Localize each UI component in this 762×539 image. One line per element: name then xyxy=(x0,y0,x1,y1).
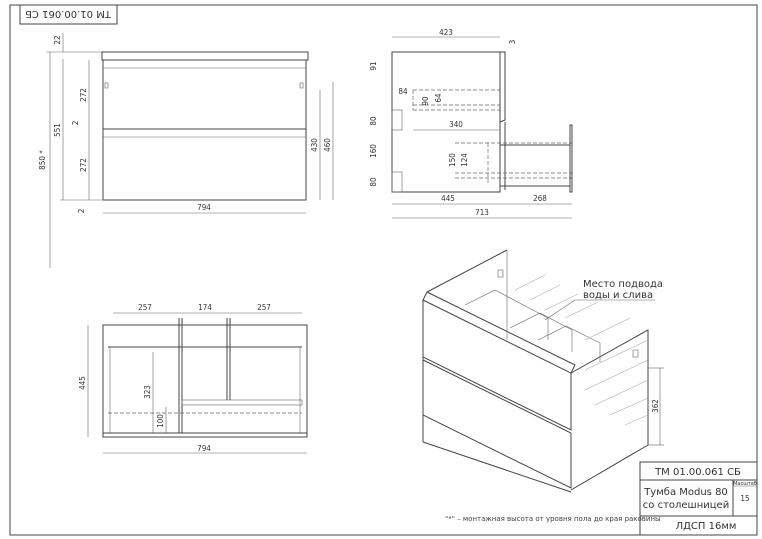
dim-h-low: 100 xyxy=(156,414,165,428)
dim-w1: 257 xyxy=(138,303,152,312)
front-view: 22 850 * 551 272 272 2 2 430 460 794 xyxy=(38,33,334,268)
dim-inner-offset: 84 xyxy=(398,87,408,96)
rotated-stamp: ТМ 01.00.061 СБ xyxy=(19,4,118,25)
dim-d4: 124 xyxy=(460,153,469,167)
dim-h2: 160 xyxy=(369,144,378,158)
dim-top-width: 794 xyxy=(197,444,211,453)
dim-d3: 150 xyxy=(448,153,457,167)
dim-gap-mid: 2 xyxy=(71,121,80,126)
scale-label: Масштаб xyxy=(733,481,757,487)
dim-total-height: 850 * xyxy=(38,150,47,170)
dim-h3: 80 xyxy=(369,177,378,187)
dim-top-depth: 445 xyxy=(78,376,87,390)
dim-top-offset: 91 xyxy=(369,61,378,70)
title-block: ТМ 01.00.061 СБ Тумба Modus 80 со столеш… xyxy=(639,461,758,536)
callout-line-2: воды и слива xyxy=(583,290,653,301)
product-name-line-2: со столешницей xyxy=(643,500,729,511)
side-view: 423 3 91 84 90 64 340 80 160 80 150 124 … xyxy=(369,28,573,219)
dim-body-depth: 445 xyxy=(441,194,455,203)
callout-line-1: Место подвода xyxy=(583,279,663,290)
dim-gap: 3 xyxy=(508,40,517,45)
dim-d2: 64 xyxy=(434,93,443,103)
dim-drawer-bottom: 272 xyxy=(79,158,88,172)
drawing-frame xyxy=(9,4,758,536)
dim-d1: 90 xyxy=(421,96,430,106)
footnote: "*" – монтажная высота от уровня пола до… xyxy=(445,515,661,523)
scale-value: 15 xyxy=(740,494,749,503)
dim-h-inner: 323 xyxy=(143,385,152,399)
dim-w2: 174 xyxy=(198,303,212,312)
material: ЛДСП 16мм xyxy=(676,521,737,532)
dim-inner-depth: 340 xyxy=(449,120,463,129)
dim-drawer-top: 272 xyxy=(79,88,88,102)
dim-top-thickness: 22 xyxy=(53,35,62,44)
drawing-code: ТМ 01.00.061 СБ xyxy=(654,467,741,478)
dim-mount-1: 430 xyxy=(310,138,319,152)
dim-width: 794 xyxy=(197,203,211,212)
isometric-view: Место подвода воды и слива 362 xyxy=(422,249,664,493)
dim-h1: 80 xyxy=(369,116,378,126)
top-view: 257 174 257 445 323 100 794 xyxy=(78,303,308,454)
dim-pull-out: 268 xyxy=(533,194,547,203)
dim-iso-height: 362 xyxy=(651,399,660,413)
dim-mount-2: 460 xyxy=(323,138,332,152)
dim-w3: 257 xyxy=(257,303,271,312)
dim-body-height: 551 xyxy=(53,123,62,137)
dim-depth: 423 xyxy=(439,28,453,37)
product-name-line-1: Тумба Modus 80 xyxy=(643,487,728,498)
dim-gap-bottom: 2 xyxy=(77,209,86,214)
rotated-stamp-text: ТМ 01.00.061 СБ xyxy=(25,8,112,19)
dim-total-depth: 713 xyxy=(475,208,489,217)
